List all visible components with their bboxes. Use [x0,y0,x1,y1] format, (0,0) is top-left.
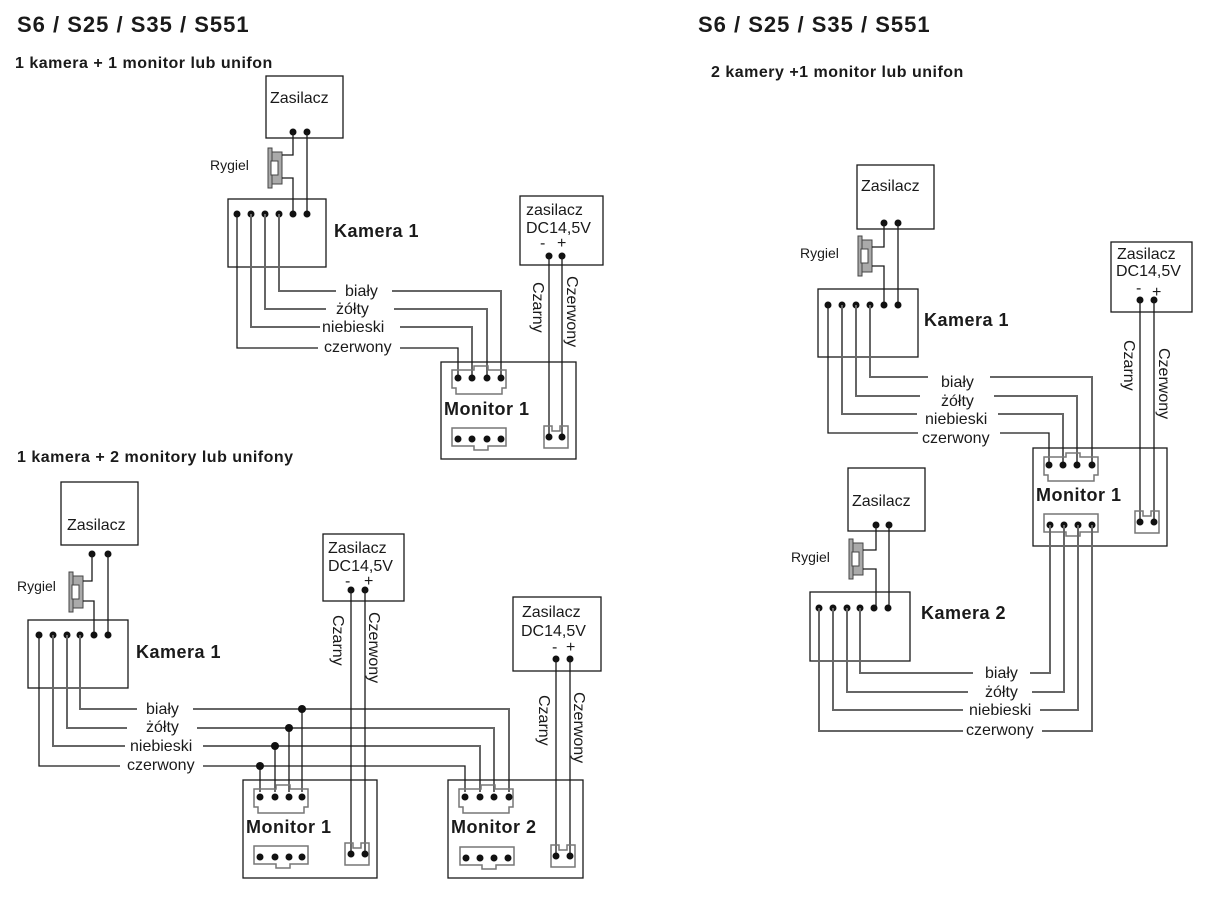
dc-psu-label: Zasilacz [1117,246,1176,263]
wire-label-yellow: żółty [985,684,1018,701]
dc-power-supply-box-1: Zasilacz DC14,5V - + [322,533,405,602]
wire-label-black: Czarny [529,282,546,333]
diagram-1-camera-1-monitor: 1 kamera + 1 monitor lub unifon Zasilacz… [15,55,604,460]
dc-psu-label: Zasilacz [522,604,581,621]
dc-power-supply-box: zasilacz DC14,5V - + [519,195,604,266]
left-page-title: S6 / S25 / S35 / S551 [17,12,250,37]
wire-label-blue: niebieski [322,319,384,336]
dc-psu-label: zasilacz [526,202,583,219]
wire-label-red: czerwony [966,722,1034,739]
door-lock-label: Rygiel [791,549,830,565]
monitor-box: Monitor 1 [1032,447,1168,547]
power-supply-box: Zasilacz [265,75,344,139]
dc-power-supply-box: Zasilacz DC14,5V - + [1110,241,1193,313]
diagram-3-subtitle: 2 kamery +1 monitor lub unifon [711,64,964,81]
wire-label-red-power: Czerwony [563,276,580,347]
power-supply-label: Zasilacz [852,493,911,510]
wire-label-red-power: Czerwony [365,612,382,683]
door-lock-label: Rygiel [800,245,839,261]
wire-label-blue: niebieski [925,411,987,428]
diagram-3-two-cameras-1-monitor: 2 kamery +1 monitor lub unifon Zasilacz … [711,64,1193,739]
plus-sign: + [557,235,566,252]
dc-psu-voltage: DC14,5V [1116,263,1181,280]
wire-label-red-power: Czerwony [1155,348,1172,419]
camera-1-box [817,288,919,358]
camera-box [27,619,129,689]
diagram-2-camera-2-monitors: 1 kamera + 2 monitory lub unifony Zasila… [17,449,602,879]
wire-label-black: Czarny [535,695,552,746]
dc-psu-voltage: DC14,5V [526,220,591,237]
wire-label-white: biały [985,665,1018,682]
power-supply-box: Zasilacz [60,481,139,546]
wire-label-black: Czarny [329,615,346,666]
wire-label-red-power: Czerwony [570,692,587,763]
monitor-2-box: Monitor 2 [447,779,584,879]
plus-sign: + [566,639,575,656]
diagram-2-subtitle: 1 kamera + 2 monitory lub unifony [17,449,294,466]
door-lock-icon [848,538,864,580]
wire-label-white: biały [345,283,378,300]
monitor-label: Monitor 1 [444,399,530,419]
wire-label-yellow: żółty [336,301,369,318]
wire-label-yellow: żółty [941,393,974,410]
wire-label-red: czerwony [127,757,195,774]
minus-sign: - [540,235,545,252]
camera-1-label: Kamera 1 [924,310,1009,330]
dc-psu-voltage: DC14,5V [328,558,393,575]
dc-power-supply-box-2: Zasilacz DC14,5V - + [512,596,602,672]
power-supply-box-1: Zasilacz [856,164,935,230]
plus-sign: + [1152,284,1161,301]
door-lock-icon [857,235,873,277]
monitor-1-box: Monitor 1 [242,779,378,879]
wire-label-black: Czarny [1120,340,1137,391]
door-lock-icon [68,571,84,613]
dc-psu-voltage: DC14,5V [521,623,586,640]
monitor-label: Monitor 1 [1036,485,1122,505]
door-lock-label: Rygiel [210,157,249,173]
camera-2-label: Kamera 2 [921,603,1006,623]
camera-box [227,198,327,268]
wire-label-yellow: żółty [146,719,179,736]
dc-psu-label: Zasilacz [328,540,387,557]
power-supply-label: Zasilacz [67,517,126,534]
wire-label-blue: niebieski [130,738,192,755]
minus-sign: - [552,639,557,656]
monitor-box: Monitor 1 [440,361,577,460]
plus-sign: + [364,573,373,590]
wire-label-blue: niebieski [969,702,1031,719]
right-page-title: S6 / S25 / S35 / S551 [698,12,931,37]
monitor-1-label: Monitor 1 [246,817,332,837]
wire-label-red: czerwony [324,339,392,356]
power-supply-label: Zasilacz [270,90,329,107]
power-supply-label: Zasilacz [861,178,920,195]
monitor-2-label: Monitor 2 [451,817,537,837]
wire-label-white: biały [941,374,974,391]
door-lock-icon [267,147,283,189]
camera-label: Kamera 1 [334,221,419,241]
wire-label-red: czerwony [922,430,990,447]
minus-sign: - [1136,280,1141,297]
minus-sign: - [345,573,350,590]
wire-label-white: biały [146,701,179,718]
power-supply-box-2: Zasilacz [847,467,926,532]
camera-label: Kamera 1 [136,642,221,662]
door-lock-label: Rygiel [17,578,56,594]
diagram-1-subtitle: 1 kamera + 1 monitor lub unifon [15,55,273,72]
